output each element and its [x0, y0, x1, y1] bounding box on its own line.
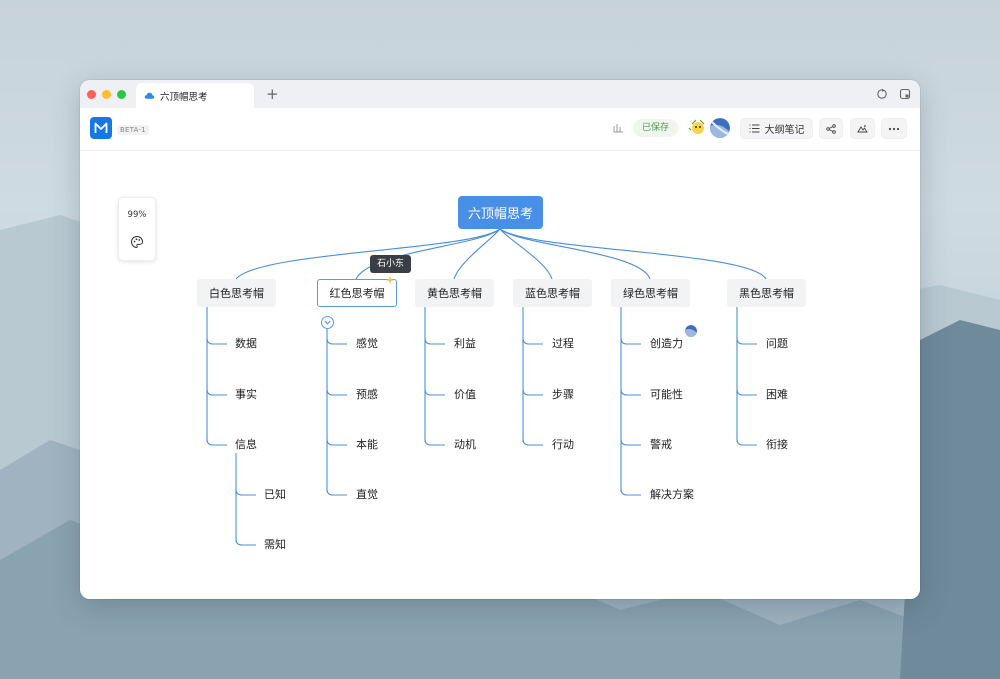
theme-button[interactable] [850, 118, 875, 139]
theme-icon [857, 124, 868, 134]
root-node[interactable]: 六顶帽思考 [458, 196, 543, 229]
word-count-icon[interactable] [613, 122, 624, 133]
zoom-window-button[interactable] [117, 90, 126, 99]
share-button[interactable] [819, 118, 843, 139]
branch-node-green[interactable]: 绿色思考帽 [611, 279, 690, 307]
collaborator-avatar-marker [685, 325, 697, 337]
branch-node-red[interactable]: 红色思考帽 [317, 279, 397, 307]
app-toolbar: BETA-1 已保存 大纲笔记 [80, 108, 920, 151]
palette-icon[interactable] [130, 235, 144, 249]
mindmap-canvas[interactable]: 99% [80, 151, 920, 599]
zoom-panel: 99% [118, 197, 156, 261]
avatar[interactable] [688, 118, 708, 138]
more-button[interactable] [881, 118, 907, 139]
list-icon [749, 124, 760, 133]
leaf-node[interactable]: 可能性 [650, 388, 683, 401]
collapse-toggle[interactable] [321, 316, 334, 329]
close-window-button[interactable] [87, 90, 96, 99]
tab-title: 六顶帽思考 [160, 91, 208, 103]
leaf-node[interactable]: 警戒 [650, 438, 672, 451]
leaf-node[interactable]: 动机 [454, 438, 476, 451]
beta-badge: BETA-1 [117, 125, 149, 135]
sparkle-icon [385, 275, 395, 285]
outline-notes-label: 大纲笔记 [764, 125, 805, 136]
leaf-node[interactable]: 感觉 [356, 337, 378, 350]
minimize-window-button[interactable] [102, 90, 111, 99]
cloud-icon [144, 90, 155, 101]
title-bar: 六顶帽思考 + [80, 80, 920, 109]
app-window: 六顶帽思考 + BETA-1 已保存 大纲笔记 [80, 80, 920, 599]
saved-status: 已保存 [633, 119, 679, 137]
avatar[interactable] [710, 118, 730, 138]
leaf-node[interactable]: 直觉 [356, 488, 378, 501]
leaf-node[interactable]: 解决方案 [650, 488, 694, 501]
leaf-node[interactable]: 衔接 [766, 438, 788, 451]
leaf-node[interactable]: 预感 [356, 388, 378, 401]
branch-node-white[interactable]: 白色思考帽 [197, 279, 276, 307]
leaf-node[interactable]: 本能 [356, 438, 378, 451]
leaf-node[interactable]: 需知 [264, 538, 286, 551]
share-icon [826, 123, 836, 134]
leaf-node[interactable]: 信息 [235, 438, 257, 451]
branch-node-yellow[interactable]: 黄色思考帽 [415, 279, 494, 307]
leaf-node[interactable]: 困难 [766, 388, 788, 401]
sync-icon[interactable] [876, 88, 888, 100]
leaf-node[interactable]: 创造力 [650, 337, 683, 350]
mindmap-connectors [206, 228, 767, 546]
tab-current[interactable]: 六顶帽思考 [136, 83, 254, 108]
more-icon [888, 127, 900, 131]
logo-icon[interactable] [90, 117, 112, 139]
branch-node-blue[interactable]: 蓝色思考帽 [513, 279, 592, 307]
branch-node-black[interactable]: 黑色思考帽 [727, 279, 806, 307]
leaf-node[interactable]: 利益 [454, 337, 476, 350]
leaf-node[interactable]: 已知 [264, 488, 286, 501]
zoom-level[interactable]: 99% [127, 210, 147, 220]
leaf-node[interactable]: 事实 [235, 388, 257, 401]
leaf-node[interactable]: 价值 [454, 388, 476, 401]
outline-notes-button[interactable]: 大纲笔记 [740, 118, 813, 139]
leaf-node[interactable]: 数据 [235, 337, 257, 350]
leaf-node[interactable]: 行动 [552, 438, 574, 451]
leaf-node[interactable]: 步骤 [552, 388, 574, 401]
leaf-node[interactable]: 过程 [552, 337, 574, 350]
collaborator-cursor-tag: 石小东 [370, 255, 412, 273]
new-tab-button[interactable]: + [266, 85, 279, 103]
window-layout-icon[interactable] [899, 88, 911, 100]
leaf-node[interactable]: 问题 [766, 337, 788, 350]
